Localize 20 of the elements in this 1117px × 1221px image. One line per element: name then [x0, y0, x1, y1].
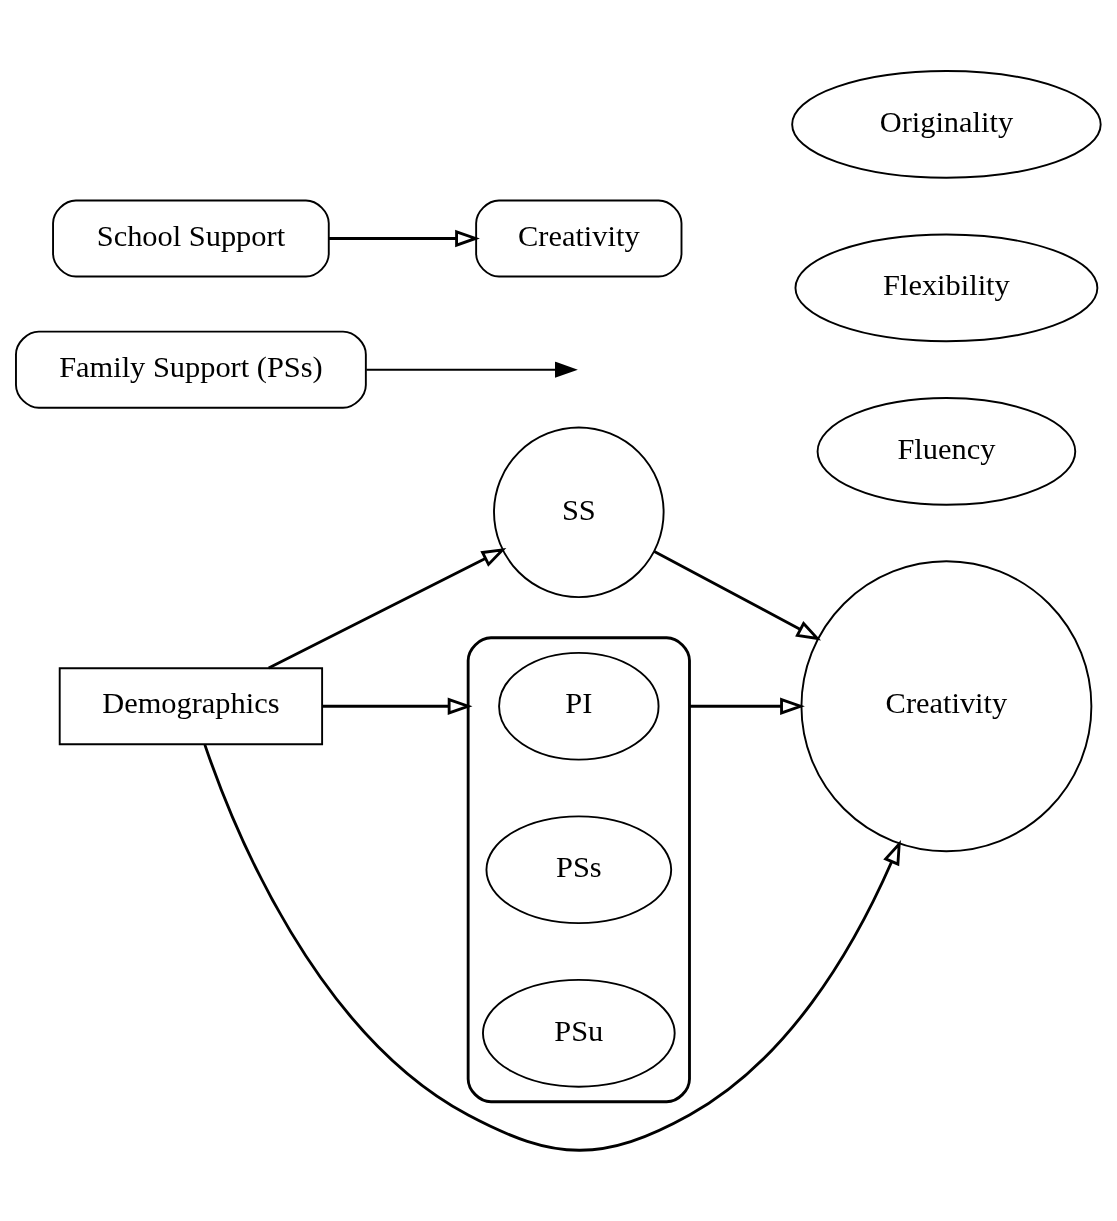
arrow: [268, 547, 507, 670]
node-ellipse: Originality: [791, 70, 1102, 179]
node-ellipse: Fluency: [816, 397, 1077, 506]
arrow: [322, 697, 473, 715]
arrow: [653, 550, 822, 641]
node-circle: SS: [493, 426, 665, 599]
node-ellipse: PSu: [482, 978, 676, 1088]
arrow: [365, 361, 578, 378]
arrow: [689, 697, 805, 715]
node-circle: Creativity: [800, 560, 1093, 853]
node-box: Demographics: [58, 667, 324, 746]
node-ellipse: Flexibility: [794, 233, 1099, 343]
node-ellipse: PI: [498, 651, 660, 761]
arrow: [203, 744, 901, 1152]
node-box: Creativity: [475, 199, 683, 278]
node-ellipse: PSs: [485, 815, 673, 925]
cluster: [466, 636, 691, 1104]
node-box: Family Support (PSs): [15, 330, 367, 409]
node-box: School Support: [52, 199, 330, 278]
arrow: [328, 229, 480, 248]
